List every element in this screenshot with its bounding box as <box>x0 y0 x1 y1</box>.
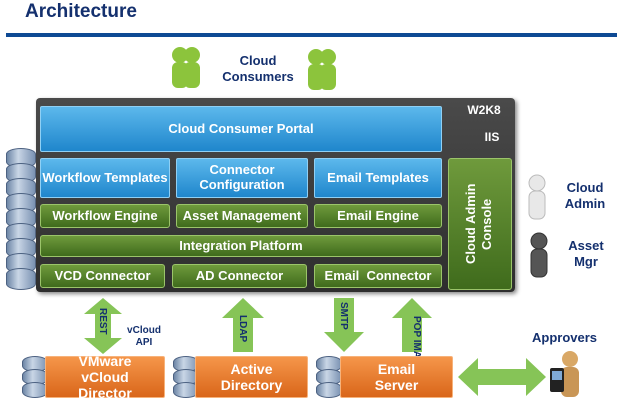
active-directory: Active Directory <box>195 356 308 398</box>
approvers-label: Approvers <box>532 330 598 345</box>
cloud-admin-console: Cloud Admin Console <box>448 158 512 290</box>
asset-mgr-label: Asset Mgr <box>568 238 604 269</box>
cloud-admin-icon <box>528 174 546 220</box>
vcd-connector: VCD Connector <box>40 264 165 288</box>
workflow-templates: Workflow Templates <box>40 158 170 198</box>
vcloud-api-label: vCloud API <box>127 325 161 348</box>
cloud-admin-console-label: Cloud Admin Console <box>463 183 494 265</box>
title-divider <box>6 33 617 37</box>
asset-mgr-icon <box>530 232 548 278</box>
os-label: W2K8 <box>467 103 501 118</box>
database-icon <box>22 356 48 398</box>
connector-configuration: Connector Configuration <box>176 158 308 198</box>
pop-imap-label: POP IMAP <box>411 316 422 365</box>
email-server: Email Server <box>340 356 453 398</box>
smtp-down-arrow <box>324 298 364 352</box>
cloud-consumers-label: Cloud Consumers <box>222 53 294 84</box>
email-engine: Email Engine <box>314 204 442 228</box>
vmware-vcloud-director: VMware vCloud Director <box>45 353 165 401</box>
cloud-consumer-portal: Cloud Consumer Portal <box>40 106 442 152</box>
rest-double-arrow <box>84 298 122 354</box>
consumers-icon <box>308 49 336 90</box>
database-icon <box>316 356 342 398</box>
asset-management: Asset Management <box>176 204 308 228</box>
consumers-icon <box>172 47 200 88</box>
page-title: Architecture <box>25 1 137 22</box>
iis-label: IIS <box>484 130 500 145</box>
rest-label: REST <box>97 308 108 335</box>
ldap-label: LDAP <box>237 315 248 343</box>
ad-connector: AD Connector <box>172 264 307 288</box>
email-connector: Email Connector <box>314 264 442 288</box>
cloud-admin-label: Cloud Admin <box>564 180 606 211</box>
approver-phone-icon <box>550 351 579 397</box>
database-icon <box>6 148 36 292</box>
smtp-label: SMTP <box>338 302 349 330</box>
pop-imap-up-arrow <box>392 298 432 352</box>
workflow-engine: Workflow Engine <box>40 204 170 228</box>
ldap-up-arrow <box>222 298 264 352</box>
email-templates: Email Templates <box>314 158 442 198</box>
integration-platform: Integration Platform <box>40 235 442 257</box>
approvers-double-arrow <box>458 358 546 396</box>
